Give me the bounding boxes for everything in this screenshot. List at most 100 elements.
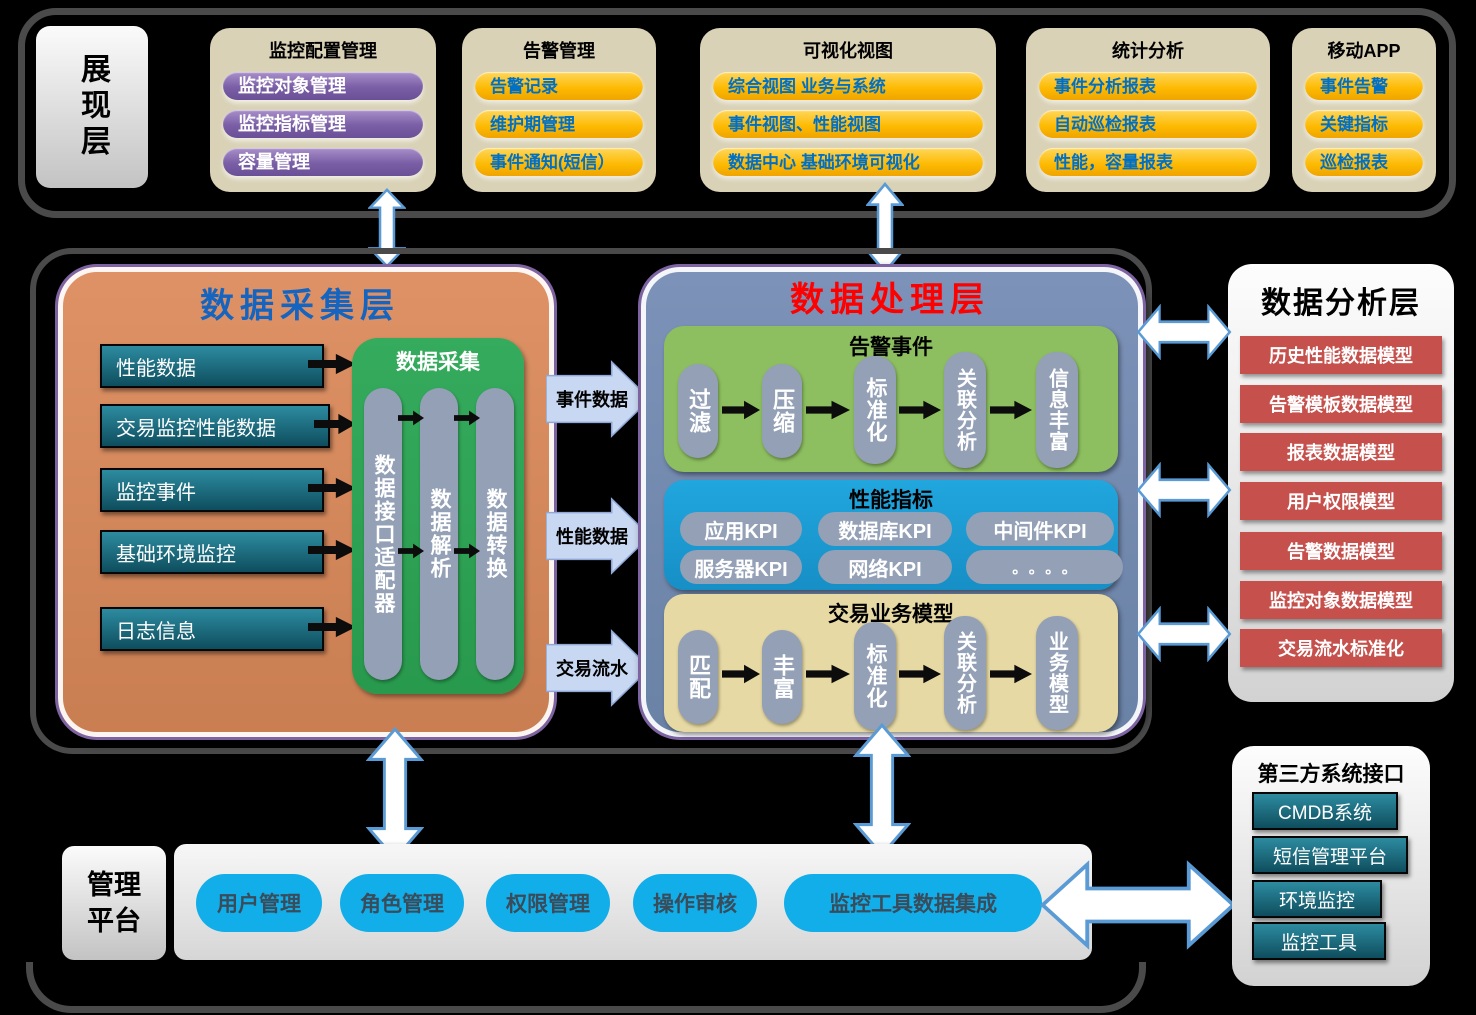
presentation-layer-label: 展现层 [76,53,109,161]
alarm-step-label: 标准化 [864,377,887,443]
pill-item: 综合视图 业务与系统 [713,72,983,100]
alarm-step-label: 关联分析 [953,368,976,452]
model-item: 交易流水标准化 [1240,629,1442,667]
trade-step-label: 业务模型 [1045,631,1068,715]
double-arrow-platform-thirdparty [1039,860,1237,950]
alarm-step: 压缩 [762,364,802,458]
flow-arrow-label: 交易流水 [556,659,628,679]
third-party-item: 环境监控 [1252,880,1382,918]
kpi-item: 中间件KPI [966,512,1114,546]
platform-item: 角色管理 [340,874,464,932]
group-alarm-mgmt: 告警管理 告警记录 维护期管理 事件通知(短信） [462,28,656,192]
collector-step-label: 数据解析 [428,488,451,580]
model-item: 监控对象数据模型 [1240,581,1442,619]
group-title: 监控配置管理 [269,41,377,61]
pill-item: 事件视图、性能视图 [713,110,983,138]
trade-step: 标准化 [854,622,896,730]
trade-step: 匹配 [678,630,718,724]
third-party-item: 监控工具 [1252,922,1386,960]
third-party-item: CMDB系统 [1252,792,1398,830]
platform-item: 权限管理 [486,874,610,932]
processing-layer-title: 数据处理层 [790,282,990,319]
pill-item: 事件告警 [1305,72,1423,100]
double-arrow-processing-platform [853,722,911,858]
alarm-events-title: 告警事件 [849,336,933,359]
trade-step: 丰富 [762,630,802,724]
kpi-item: 应用KPI [680,512,802,546]
pill-item: 事件通知(短信） [475,148,643,176]
trade-step-label: 匹配 [686,654,711,700]
flow-arrow-label: 性能数据 [556,527,628,547]
kpi-item: 数据库KPI [818,512,952,546]
pill-item: 自动巡检报表 [1039,110,1257,138]
kpi-item: 网络KPI [818,550,952,584]
third-party-title: 第三方系统接口 [1257,763,1405,786]
collection-layer-title: 数据采集层 [200,288,400,325]
trade-step-label: 标准化 [864,643,887,709]
source-item: 交易监控性能数据 [100,404,330,448]
source-item: 性能数据 [100,344,324,388]
double-arrow-collection-platform [366,726,424,862]
model-item: 历史性能数据模型 [1240,336,1442,374]
pill-item: 巡检报表 [1305,148,1423,176]
alarm-step: 标准化 [854,356,896,464]
pill-item: 容量管理 [223,148,423,176]
kpi-item-more: 。。。。 [966,550,1123,584]
double-arrow-analysis-1 [1136,304,1232,360]
pill-item: 性能，容量报表 [1039,148,1257,176]
presentation-section-border [18,8,1456,218]
collector-step-label: 数据接口适配器 [372,453,395,615]
pill-item: 告警记录 [475,72,643,100]
collector-step: 数据转换 [476,388,514,680]
double-arrow-analysis-2 [1136,462,1232,518]
alarm-step-label: 压缩 [770,388,795,434]
source-item: 日志信息 [100,607,324,651]
trade-step: 业务模型 [1036,616,1078,730]
double-arrow-analysis-3 [1136,606,1232,662]
collector-step-label: 数据转换 [484,488,507,580]
alarm-step: 关联分析 [944,352,986,468]
model-item: 报表数据模型 [1240,433,1442,471]
pill-item: 数据中心 基础环境可视化 [713,148,983,176]
flow-arrow-label: 事件数据 [556,390,628,410]
group-stats-analysis: 统计分析 事件分析报表 自动巡检报表 性能，容量报表 [1026,28,1270,192]
management-platform-label-box: 管理平台 [62,846,166,960]
flow-arrow-trade-flow [546,629,651,707]
collector-title: 数据采集 [396,351,480,374]
third-party-item: 短信管理平台 [1252,836,1408,874]
flow-arrow-event-data [546,360,651,438]
alarm-step: 过滤 [678,364,718,458]
trade-step: 关联分析 [944,616,986,730]
platform-item: 监控工具数据集成 [784,874,1042,932]
pill-item: 监控对象管理 [223,72,423,100]
source-item: 基础环境监控 [100,530,324,574]
pill-item: 关键指标 [1305,110,1423,138]
group-monitor-config: 监控配置管理 监控对象管理 监控指标管理 容量管理 [210,28,436,192]
group-title: 告警管理 [523,41,595,61]
analysis-layer-title: 数据分析层 [1261,287,1421,320]
management-platform-label: 管理平台 [87,869,141,936]
collector-step: 数据接口适配器 [364,388,402,680]
alarm-step-label: 信息丰富 [1045,368,1068,452]
bottom-section-border [26,962,1146,1013]
performance-kpi-title: 性能指标 [849,489,933,512]
trade-step-label: 关联分析 [953,631,976,715]
pill-item: 监控指标管理 [223,110,423,138]
group-visual-views: 可视化视图 综合视图 业务与系统 事件视图、性能视图 数据中心 基础环境可视化 [700,28,996,192]
trade-step-label: 丰富 [770,654,795,700]
group-mobile-app: 移动APP 事件告警 关键指标 巡检报表 [1292,28,1436,192]
platform-item: 用户管理 [196,874,322,932]
flow-arrow-performance-data [546,497,651,575]
model-item: 告警模板数据模型 [1240,385,1442,423]
model-item: 告警数据模型 [1240,532,1442,570]
alarm-step-label: 过滤 [686,388,711,434]
alarm-step: 信息丰富 [1036,352,1078,468]
pill-item: 维护期管理 [475,110,643,138]
kpi-item: 服务器KPI [680,550,802,584]
platform-item: 操作审核 [633,874,757,932]
pill-item: 事件分析报表 [1039,72,1257,100]
collector-step: 数据解析 [420,388,458,680]
group-title: 统计分析 [1112,41,1184,61]
group-title: 移动APP [1327,41,1401,61]
